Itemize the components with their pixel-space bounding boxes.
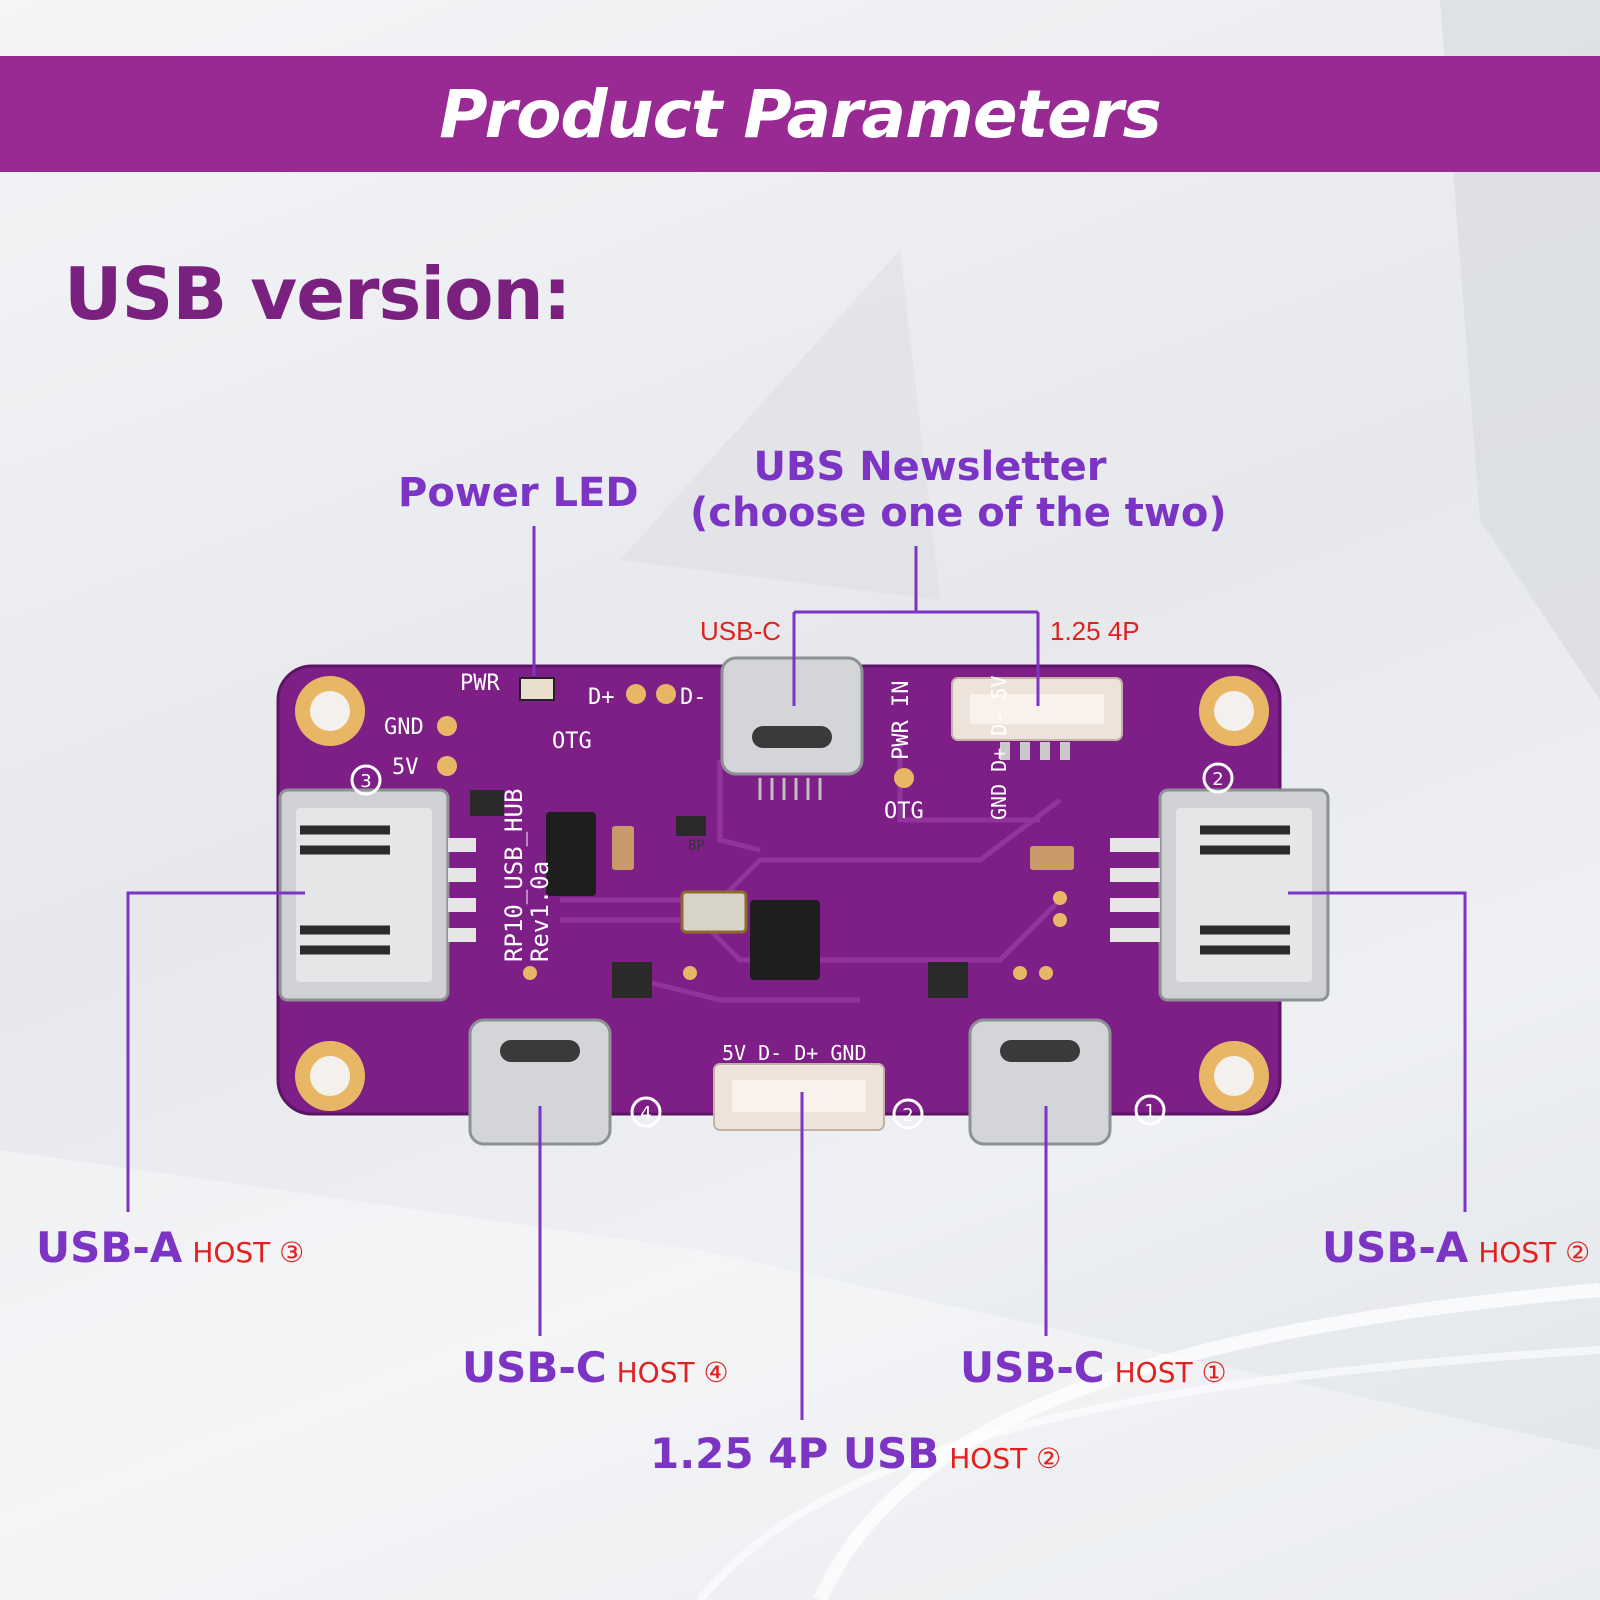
silk-pwr: PWR (460, 671, 500, 696)
label-usb-a-left-name: USB-A (36, 1223, 183, 1272)
label-usb-a-host-2: USB-A HOST ② (1322, 1223, 1591, 1272)
components (470, 677, 1074, 998)
label-usb-a-right-name: USB-A (1322, 1223, 1469, 1272)
usb-c-port-bottom-right (968, 1018, 1112, 1146)
silk-right-pins: GND D+ D- 5V (987, 676, 1011, 821)
silk-model-line2: Rev1.0a (526, 861, 554, 962)
label-125-4p-usb-name: 1.25 4P USB (650, 1429, 940, 1478)
silk-bp: BP (688, 838, 705, 854)
label-125-4p-usb-host: HOST ② (949, 1442, 1062, 1475)
section-title: USB version: (64, 252, 572, 336)
port-num-2b: 2 (902, 1105, 913, 1126)
label-125-4p-top: 1.25 4P (1050, 616, 1140, 646)
callout-line-usb-a-left (126, 891, 305, 1212)
silkscreen: PWR D+ D- GND 5V OTG OTG BP PWR IN GND D… (384, 671, 1011, 1065)
jst-connector-bottom (713, 1063, 885, 1131)
mounting-holes (295, 676, 1269, 1111)
silk-otg-right: OTG (884, 799, 924, 824)
label-usb-a-host-3: USB-A HOST ③ (36, 1223, 305, 1272)
port-num-1: 1 (1144, 1101, 1155, 1122)
label-usb-c-left-host: HOST ④ (616, 1356, 729, 1389)
usb-a-port-left (278, 788, 476, 1002)
banner-title: Product Parameters (439, 75, 1162, 153)
port-number-badges (350, 762, 1234, 1130)
label-power-led: Power LED (398, 470, 639, 516)
jst-connector-top (951, 677, 1123, 760)
label-usb-a-left-host: HOST ③ (192, 1236, 305, 1269)
silk-5v: 5V (392, 755, 419, 780)
label-usb-c-host-1: USB-C HOST ① (960, 1343, 1227, 1392)
label-usb-a-right-host: HOST ② (1478, 1236, 1591, 1269)
label-usb-c-host-4: USB-C HOST ④ (462, 1343, 729, 1392)
silk-gnd: GND (384, 715, 424, 740)
label-usb-c-top: USB-C (700, 616, 781, 646)
label-125-4p-usb-host-2: 1.25 4P USB HOST ② (650, 1429, 1062, 1478)
label-usb-c-right-name: USB-C (960, 1343, 1105, 1392)
port-num-4: 4 (640, 1103, 651, 1124)
label-ubs-newsletter-line1: UBS Newsletter (753, 444, 1107, 490)
silk-pwr-in: PWR IN (889, 681, 914, 760)
port-num-2: 2 (1212, 769, 1223, 790)
solder-pads (437, 684, 1067, 980)
callout-line-usb-a-right (1288, 891, 1467, 1212)
label-usb-c-left-name: USB-C (462, 1343, 607, 1392)
label-ubs-newsletter-line2: (choose one of the two) (690, 490, 1227, 536)
label-ubs-newsletter: UBS Newsletter (choose one of the two) (690, 444, 1227, 536)
port-num-3: 3 (360, 771, 371, 792)
silk-bottom-pins: 5V D- D+ GND (722, 1041, 867, 1065)
label-usb-c-right-host: HOST ① (1114, 1356, 1227, 1389)
header-banner: Product Parameters (0, 56, 1600, 172)
callout-lines (126, 526, 1467, 1420)
callout-line-newsletter (792, 546, 1040, 706)
silk-dminus: D- (680, 685, 707, 710)
usb-a-port-right (1110, 788, 1330, 1002)
usb-c-port-top (720, 656, 864, 800)
port-number-text: 3 2 4 2 1 (360, 769, 1223, 1126)
silk-otg-left: OTG (552, 729, 592, 754)
silk-model-line1: RP10_USB_HUB (500, 789, 528, 962)
silk-dplus: D+ (588, 685, 615, 710)
